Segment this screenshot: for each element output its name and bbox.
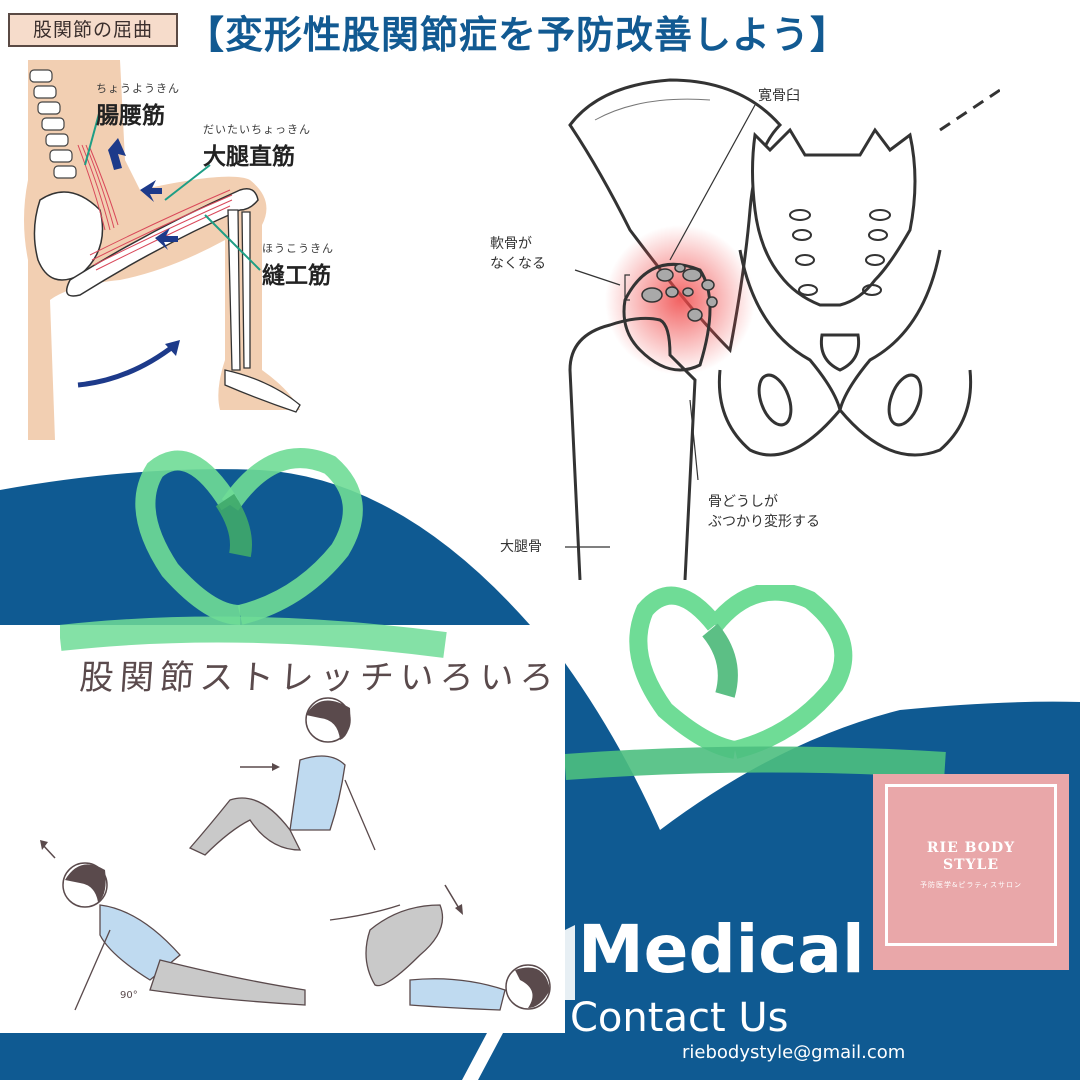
hip-flexion-illustration [24,60,301,440]
contact-us-link[interactable]: Contact Us [570,995,789,1041]
section-tag: 股関節の屈曲 [8,13,178,47]
muscle-label-sartorius: ほうこうきん 縫工筋 [262,242,334,289]
ribbon-heart-left-icon [60,448,447,658]
stretch-illustrations [40,697,551,1011]
ribbon-heart-right-icon [565,585,946,780]
label-femur: 大腿骨 [500,539,542,555]
label-bone-collision: 骨どうしが ぶつかり変形する [708,494,820,530]
headline-medical: Medical [578,911,865,988]
brand-name: RIE BODY STYLE [926,840,1016,873]
angle-note: 90° [120,990,138,1001]
hip-joint-illustration [565,78,1000,580]
label-acetabulum: 寛骨臼 [758,88,800,104]
muscle-label-iliopsoas: ちょうようきん 腸腰筋 [96,82,180,129]
brand-subtitle: 予防医学&ピラティスサロン [919,881,1023,889]
brand-logo-frame: RIE BODY STYLE 予防医学&ピラティスサロン [885,784,1057,946]
page-title: 【変形性股関節症を予防改善しよう】 [186,12,850,57]
label-cartilage: 軟骨が なくなる [490,236,546,272]
email-link[interactable]: riebodystyle@gmail.com [682,1042,906,1063]
muscle-label-rectus-femoris: だいたいちょっきん 大腿直筋 [203,123,311,170]
brand-logo: RIE BODY STYLE 予防医学&ピラティスサロン [873,774,1069,970]
